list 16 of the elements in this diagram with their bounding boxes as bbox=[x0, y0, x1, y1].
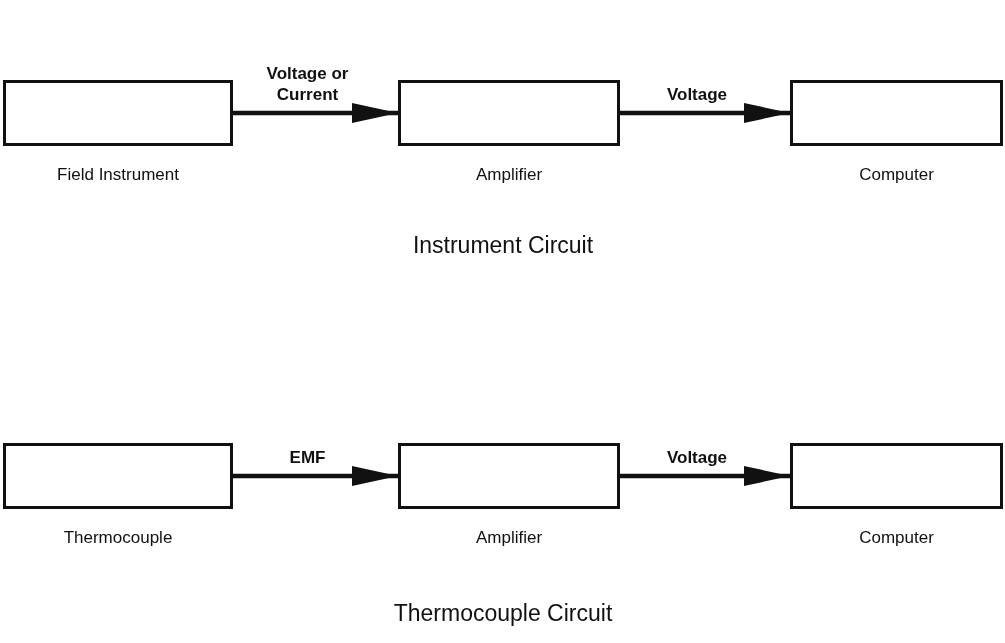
arrow bbox=[233, 466, 398, 486]
edge-label: Voltage or Current bbox=[265, 63, 350, 105]
block-label: Amplifier bbox=[475, 165, 543, 185]
block-label: Field Instrument bbox=[57, 165, 179, 185]
block-label: Thermocouple bbox=[63, 528, 173, 548]
edge-label: Voltage bbox=[665, 84, 729, 105]
arrow bbox=[233, 103, 398, 123]
block-label: Computer bbox=[859, 165, 934, 185]
block-label: Amplifier bbox=[475, 528, 543, 548]
arrow bbox=[620, 466, 790, 486]
arrow bbox=[620, 103, 790, 123]
circuit-title: Instrument Circuit bbox=[412, 232, 594, 259]
block-label: Computer bbox=[859, 528, 934, 548]
edge-label: EMF bbox=[288, 447, 327, 468]
circuit-title: Thermocouple Circuit bbox=[393, 600, 613, 627]
edge-label: Voltage bbox=[665, 447, 729, 468]
